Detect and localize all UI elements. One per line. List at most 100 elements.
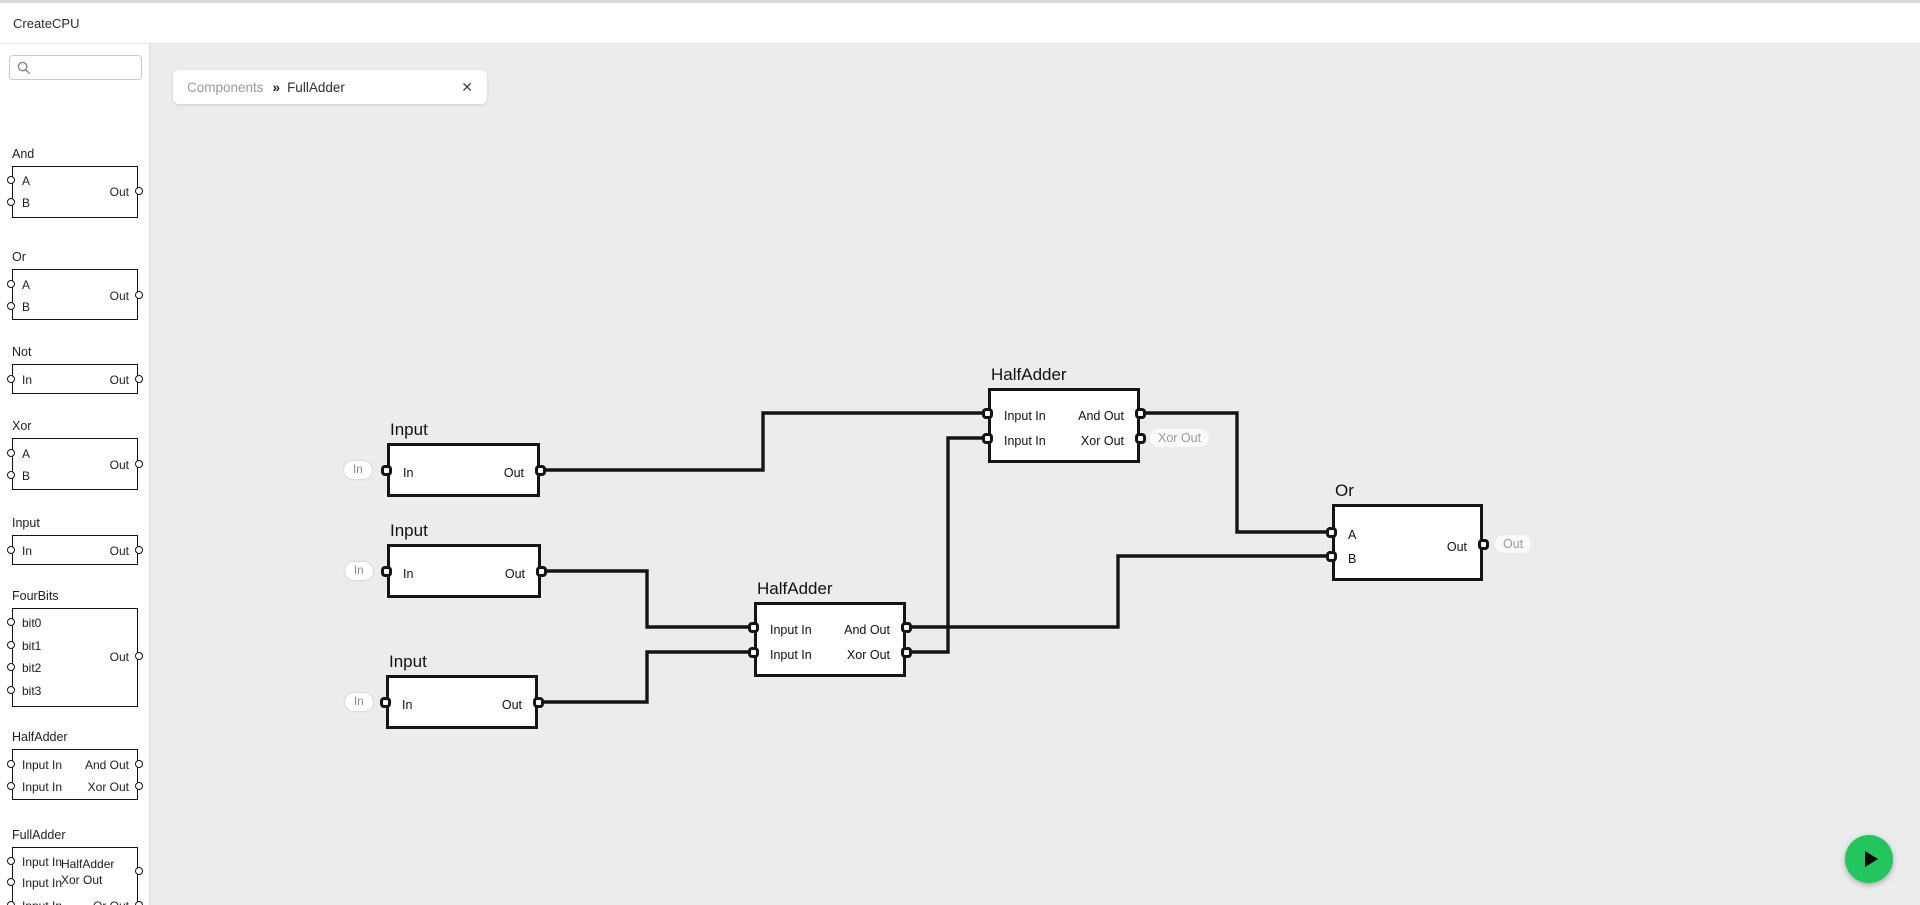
breadcrumb-current: FullAdder bbox=[287, 79, 345, 95]
breadcrumb-root[interactable]: Components bbox=[187, 79, 264, 95]
external-output-tag: Out bbox=[1495, 535, 1532, 553]
input-port[interactable] bbox=[1326, 527, 1337, 538]
search-icon bbox=[17, 61, 31, 75]
output-port bbox=[135, 546, 143, 554]
external-pin-pill[interactable]: In bbox=[345, 562, 373, 580]
port-label: Out bbox=[109, 185, 129, 199]
input-port[interactable] bbox=[380, 697, 391, 708]
output-port bbox=[135, 291, 143, 299]
app-header: CreateCPU bbox=[0, 0, 1920, 44]
wire bbox=[906, 554, 1332, 629]
output-port bbox=[135, 901, 143, 905]
port-label: Out bbox=[501, 698, 522, 712]
palette-item-label: Or bbox=[12, 250, 26, 264]
port-label: Out bbox=[109, 289, 129, 303]
port-label: B bbox=[22, 196, 31, 210]
input-port[interactable] bbox=[982, 433, 993, 444]
port-label: A bbox=[22, 447, 31, 461]
input-port bbox=[7, 302, 15, 310]
output-port[interactable] bbox=[1478, 539, 1489, 550]
input-port[interactable] bbox=[1326, 551, 1337, 562]
palette-item-label: Xor bbox=[12, 419, 32, 433]
input-port bbox=[7, 901, 15, 905]
input-port bbox=[7, 878, 15, 886]
palette-item-label: Not bbox=[12, 345, 32, 359]
input-port bbox=[7, 280, 15, 288]
run-button[interactable] bbox=[1845, 835, 1893, 883]
app-title: CreateCPU bbox=[13, 15, 80, 31]
output-port[interactable] bbox=[535, 465, 546, 476]
input-port bbox=[7, 449, 15, 457]
node-title: Input bbox=[390, 420, 428, 439]
external-pin-pill[interactable]: In bbox=[344, 461, 372, 479]
output-port[interactable] bbox=[536, 566, 547, 577]
output-port bbox=[135, 782, 143, 790]
palette-item-label: And bbox=[12, 147, 35, 161]
input-port bbox=[7, 857, 15, 865]
output-port[interactable] bbox=[1135, 433, 1146, 444]
input-port[interactable] bbox=[381, 566, 392, 577]
input-port bbox=[7, 176, 15, 184]
port-label: bit2 bbox=[22, 661, 42, 675]
input-port bbox=[7, 686, 15, 694]
wire bbox=[906, 436, 988, 654]
input-port bbox=[7, 760, 15, 768]
port-label: Out bbox=[504, 567, 525, 581]
port-label: In bbox=[403, 466, 414, 480]
port-label: Xor Out bbox=[1080, 434, 1124, 448]
output-port bbox=[135, 652, 143, 660]
output-port[interactable] bbox=[1135, 408, 1146, 419]
wire bbox=[540, 411, 988, 472]
port-label: A bbox=[1348, 528, 1357, 542]
wire bbox=[541, 569, 754, 629]
port-label: Out bbox=[503, 466, 524, 480]
output-port bbox=[135, 867, 143, 875]
port-label: Input In bbox=[22, 780, 63, 794]
port-label: Input In bbox=[1004, 409, 1046, 423]
input-port bbox=[7, 198, 15, 206]
play-icon bbox=[1864, 851, 1878, 867]
search-input[interactable] bbox=[35, 56, 141, 79]
node-title: HalfAdder bbox=[757, 579, 833, 598]
port-label: Out bbox=[109, 650, 129, 664]
palette-item-block: In Out bbox=[7, 364, 143, 394]
close-icon[interactable]: ✕ bbox=[461, 79, 473, 95]
output-port bbox=[135, 460, 143, 468]
port-label: And Out bbox=[1078, 409, 1124, 423]
palette-item-label: FullAdder bbox=[12, 828, 66, 842]
input-port[interactable] bbox=[748, 647, 759, 658]
port-label: Input In bbox=[22, 876, 63, 890]
palette-item-label: FourBits bbox=[12, 589, 59, 603]
input-port bbox=[7, 471, 15, 479]
external-pin-pill[interactable]: In bbox=[345, 693, 373, 711]
port-label: bit1 bbox=[22, 639, 42, 653]
search-box[interactable] bbox=[9, 55, 142, 80]
port-label: Out bbox=[109, 373, 129, 387]
port-label: And Out bbox=[844, 623, 890, 637]
port-label: In bbox=[22, 373, 33, 387]
port-label: B bbox=[1348, 552, 1357, 566]
port-label: bit3 bbox=[22, 684, 42, 698]
input-port[interactable] bbox=[982, 408, 993, 419]
output-port[interactable] bbox=[901, 622, 912, 633]
port-label: bit0 bbox=[22, 616, 42, 630]
node-title: Input bbox=[389, 652, 427, 671]
input-port bbox=[7, 782, 15, 790]
port-label: Xor Out bbox=[87, 780, 129, 794]
breadcrumb-separator-icon: » bbox=[272, 79, 280, 95]
output-port[interactable] bbox=[533, 697, 544, 708]
output-port[interactable] bbox=[901, 647, 912, 658]
input-port[interactable] bbox=[748, 622, 759, 633]
input-port[interactable] bbox=[381, 465, 392, 476]
palette-item-block: bit0 bit1 bit2 bit3 Out bbox=[7, 608, 143, 707]
